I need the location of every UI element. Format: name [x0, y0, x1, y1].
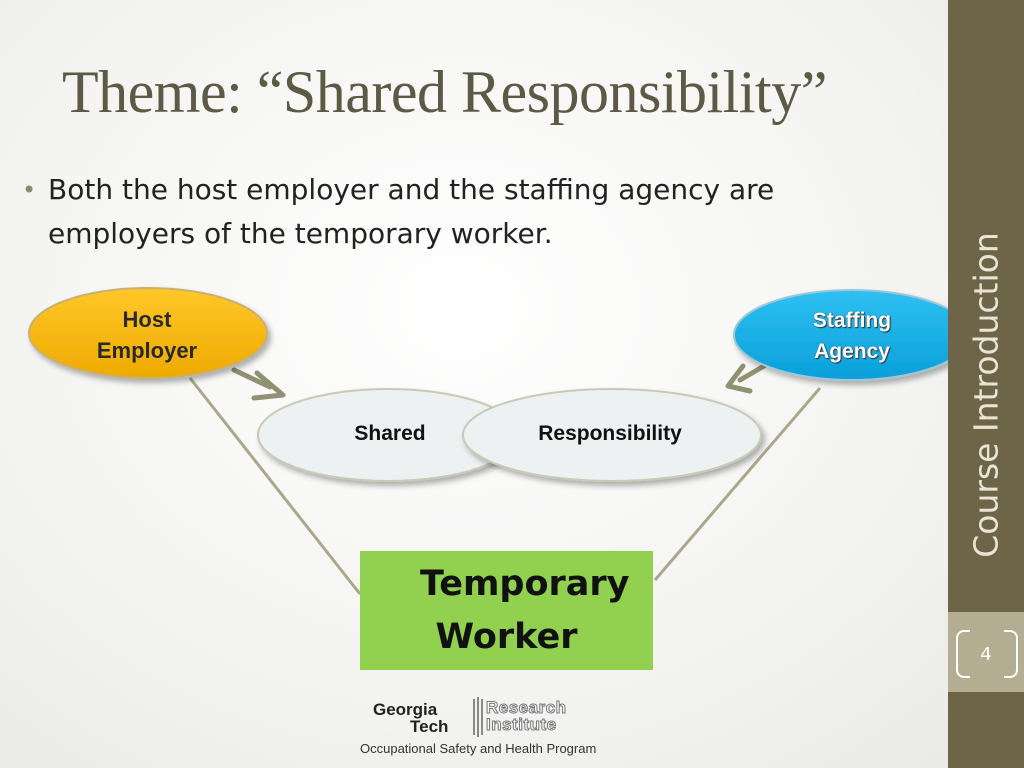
logo-institute: Institute [486, 715, 557, 735]
right-bracket-icon [1004, 630, 1018, 678]
host-employer-oval [28, 287, 268, 379]
slide-title: Theme: “Shared Responsibility” [62, 59, 827, 125]
connector-line-right [653, 387, 822, 581]
staffing-agency-label: Staffing Agency [812, 309, 892, 363]
arrow-right [725, 363, 767, 394]
shared-label: Shared [354, 422, 426, 445]
responsibility-oval [462, 388, 762, 482]
logo-georgia: Georgia [373, 700, 438, 719]
sidebar-section-label: Course Introduction [966, 232, 1006, 558]
logo-tech: Tech [410, 717, 449, 736]
temporary-worker-box [360, 551, 653, 670]
bullet-dot-icon: • [22, 176, 37, 204]
arrow-left [231, 367, 286, 401]
host-employer-label: Host Employer [96, 307, 198, 363]
page-number: 4 [980, 644, 992, 665]
responsibility-label: Responsibility [538, 422, 682, 445]
logo-research: Research [486, 698, 567, 718]
page-number-box [948, 612, 1024, 692]
gt-logo-divider [473, 697, 483, 737]
diagram [28, 287, 948, 737]
connector-line-left [188, 377, 362, 595]
logo-caption: Occupational Safety and Health Program [360, 741, 597, 756]
left-bracket-icon [956, 630, 970, 678]
staffing-agency-oval [733, 289, 948, 381]
temporary-worker-label: Temporary Worker [420, 564, 630, 657]
bullet-point: • Both the host employer and the staffin… [22, 168, 902, 256]
bullet-text: Both the host employer and the staffing … [48, 173, 775, 250]
